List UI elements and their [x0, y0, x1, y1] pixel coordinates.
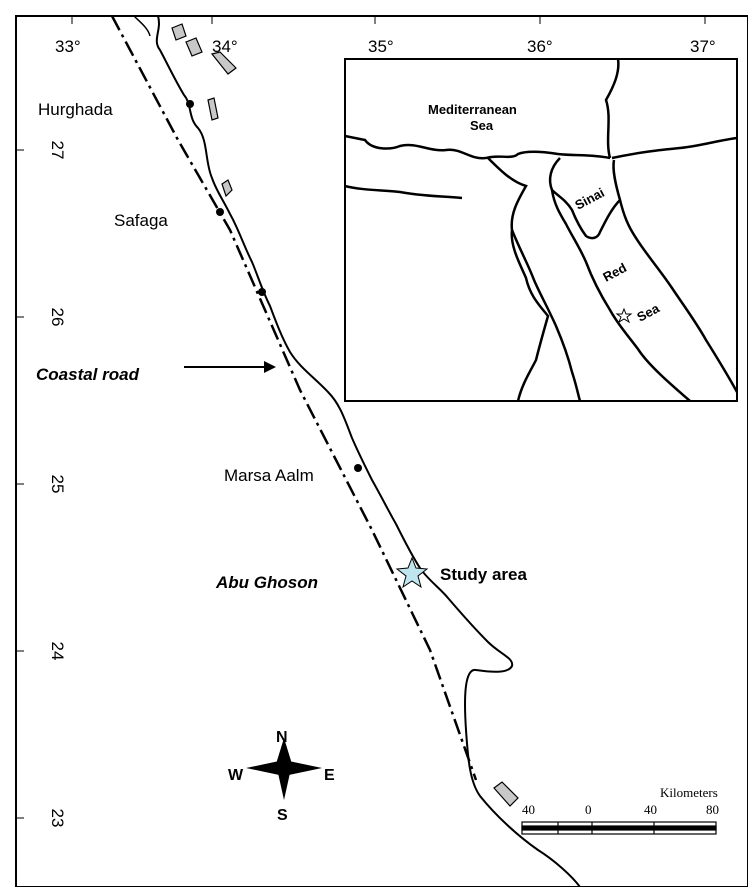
town-markers — [186, 100, 362, 472]
compass-label-n: N — [276, 729, 288, 746]
arrow-head-icon — [264, 361, 276, 373]
compass-rose-icon — [246, 738, 322, 800]
scale-bar-title: Kilometers — [660, 785, 718, 800]
map-frame — [15, 15, 748, 887]
study-area-star-icon — [395, 556, 429, 589]
label-coastal-road: Coastal road — [36, 365, 140, 384]
longitude-label-33: 33° — [55, 37, 81, 56]
coastline — [155, 15, 581, 887]
latitude-label-23: 23 — [48, 809, 67, 828]
inset-label-mediterranean: Mediterranean — [428, 102, 517, 117]
scale-tick-0: 0 — [585, 802, 592, 817]
latitude-label-26: 26 — [48, 308, 67, 327]
coastline-detail — [133, 15, 151, 37]
longitude-label-34: 34° — [212, 37, 238, 56]
latitude-label-27: 27 — [48, 141, 67, 160]
scale-bar — [521, 821, 717, 835]
longitude-label-35: 35° — [368, 37, 394, 56]
longitude-ticks — [71, 16, 706, 24]
label-abu-ghoson: Abu Ghoson — [215, 573, 318, 592]
compass-label-s: S — [277, 807, 288, 824]
latitude-label-25: 25 — [48, 475, 67, 494]
longitude-label-36: 36° — [527, 37, 553, 56]
latitude-ticks — [16, 149, 24, 819]
inset-label-mediterranean-sea: Sea — [470, 118, 494, 133]
label-study-area: Study area — [440, 565, 527, 584]
scale-tick-40-left: 40 — [522, 802, 535, 817]
latitude-label-24: 24 — [48, 642, 67, 661]
coastal-road — [110, 15, 478, 781]
label-marsa-aalm: Marsa Aalm — [224, 466, 314, 485]
label-hurghada: Hurghada — [38, 100, 113, 119]
inset-map — [344, 58, 739, 402]
scale-tick-40-right: 40 — [644, 802, 657, 817]
longitude-label-37: 37° — [690, 37, 716, 56]
compass-label-w: W — [228, 767, 244, 784]
islands — [171, 23, 519, 807]
label-safaga: Safaga — [114, 211, 168, 230]
compass-label-e: E — [324, 767, 335, 784]
scale-tick-80: 80 — [706, 802, 719, 817]
